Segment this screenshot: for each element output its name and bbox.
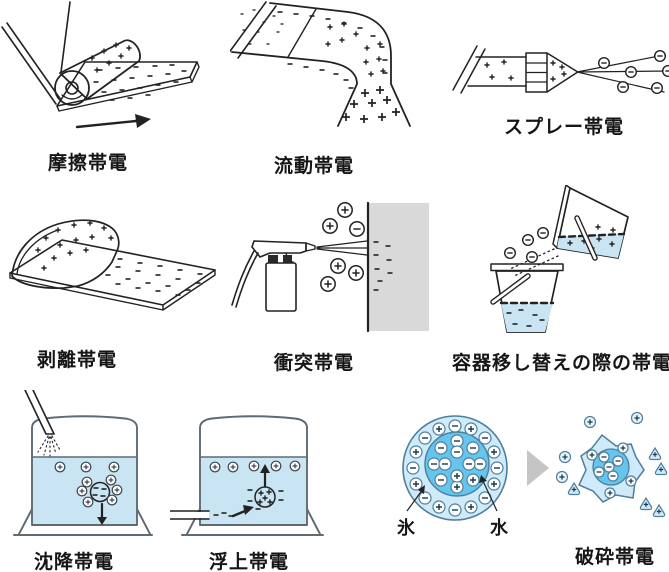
panel-impact-charging: 衝突帯電 [230, 185, 440, 375]
spray-dots [37, 435, 61, 457]
base-sheet [9, 239, 216, 311]
spray-illustration [452, 45, 669, 95]
pouring-bucket [552, 185, 629, 261]
panel-floating-charging: 浮上帯電 [170, 390, 370, 572]
container-transfer-illustration [490, 185, 629, 333]
ice-annotation [406, 485, 425, 512]
down-arrow [97, 517, 107, 525]
gun-body [251, 240, 307, 258]
spray-gun [231, 240, 316, 312]
bottle [265, 262, 297, 312]
sedimentation-illustration [13, 390, 153, 536]
water-label: 水 [490, 518, 508, 538]
inlet-pipe [170, 505, 254, 520]
charges [320, 202, 365, 292]
panel-sedimentation-charging: 沈降帯電 [0, 390, 170, 572]
target-wall [366, 201, 429, 333]
spray-stream [576, 50, 669, 95]
ice-sphere [402, 415, 508, 521]
pour-stream [504, 226, 559, 277]
shattered-ice [555, 411, 668, 518]
pipe [230, 1, 411, 127]
rising-bubble [246, 464, 285, 510]
nozzle [525, 52, 578, 93]
panel-label: 破砕帯電 [574, 547, 656, 568]
transition-arrow [527, 450, 549, 486]
liquid-surface [557, 232, 626, 239]
crushing-illustration [402, 411, 668, 521]
material-roll [54, 39, 141, 106]
panel-label: 容器移し替えの際の帯電 [451, 353, 669, 374]
ice-label: 氷 [397, 518, 415, 538]
panel-peeling-charging: 剥離帯電 [0, 190, 225, 375]
panel-label: 流動帯電 [273, 156, 355, 177]
feed-lines [1, 1, 71, 105]
rim [490, 263, 564, 272]
flow-positive-charges [324, 20, 387, 78]
receiving-bucket [490, 263, 564, 333]
water-arrowhead [479, 475, 487, 483]
impact-illustration [231, 201, 429, 333]
friction-illustration [1, 1, 200, 129]
panel-label: 剥離帯電 [36, 350, 118, 371]
panel-spray-charging: スプレー帯電 [440, 0, 669, 150]
pump-cap [268, 255, 278, 263]
outflow-positive-charges [341, 85, 401, 124]
panel-label: 浮上帯電 [208, 552, 290, 572]
hose [231, 250, 259, 308]
peeling-illustration [9, 219, 216, 311]
charged-sheet [56, 61, 200, 112]
spray-lines [316, 240, 368, 256]
panel-label: スプレー帯電 [503, 117, 625, 138]
supply-tube [452, 45, 527, 94]
phase-boundary [287, 8, 317, 58]
panel-label: 摩擦帯電 [47, 153, 129, 174]
rim [552, 185, 571, 249]
inlet-arrow [243, 505, 254, 515]
panel-friction-charging: 摩擦帯電 [0, 0, 230, 180]
up-arrow [260, 464, 270, 473]
feed-pipe [24, 390, 61, 457]
water-annotation [479, 475, 498, 512]
settling-particle [76, 474, 123, 525]
panel-label: 衝突帯電 [273, 353, 355, 374]
film-edge-line [16, 229, 59, 275]
panel-container-transfer-charging: 容器移し替えの際の帯電 [451, 185, 669, 375]
flow-illustration [230, 1, 411, 127]
ice-arrowhead [418, 485, 425, 494]
base-skirt [18, 508, 151, 535]
panel-flow-charging: 流動帯電 [230, 0, 440, 185]
panel-label: 沈降帯電 [33, 552, 115, 572]
direction-arrow [75, 114, 151, 129]
panel-crushing-charging: 氷 水 破砕帯電 [385, 405, 669, 572]
floating-illustration [170, 415, 324, 536]
peeled-film [11, 219, 120, 289]
pump-cap [283, 255, 292, 263]
tank [13, 415, 153, 536]
nozzle-tip [305, 242, 316, 252]
